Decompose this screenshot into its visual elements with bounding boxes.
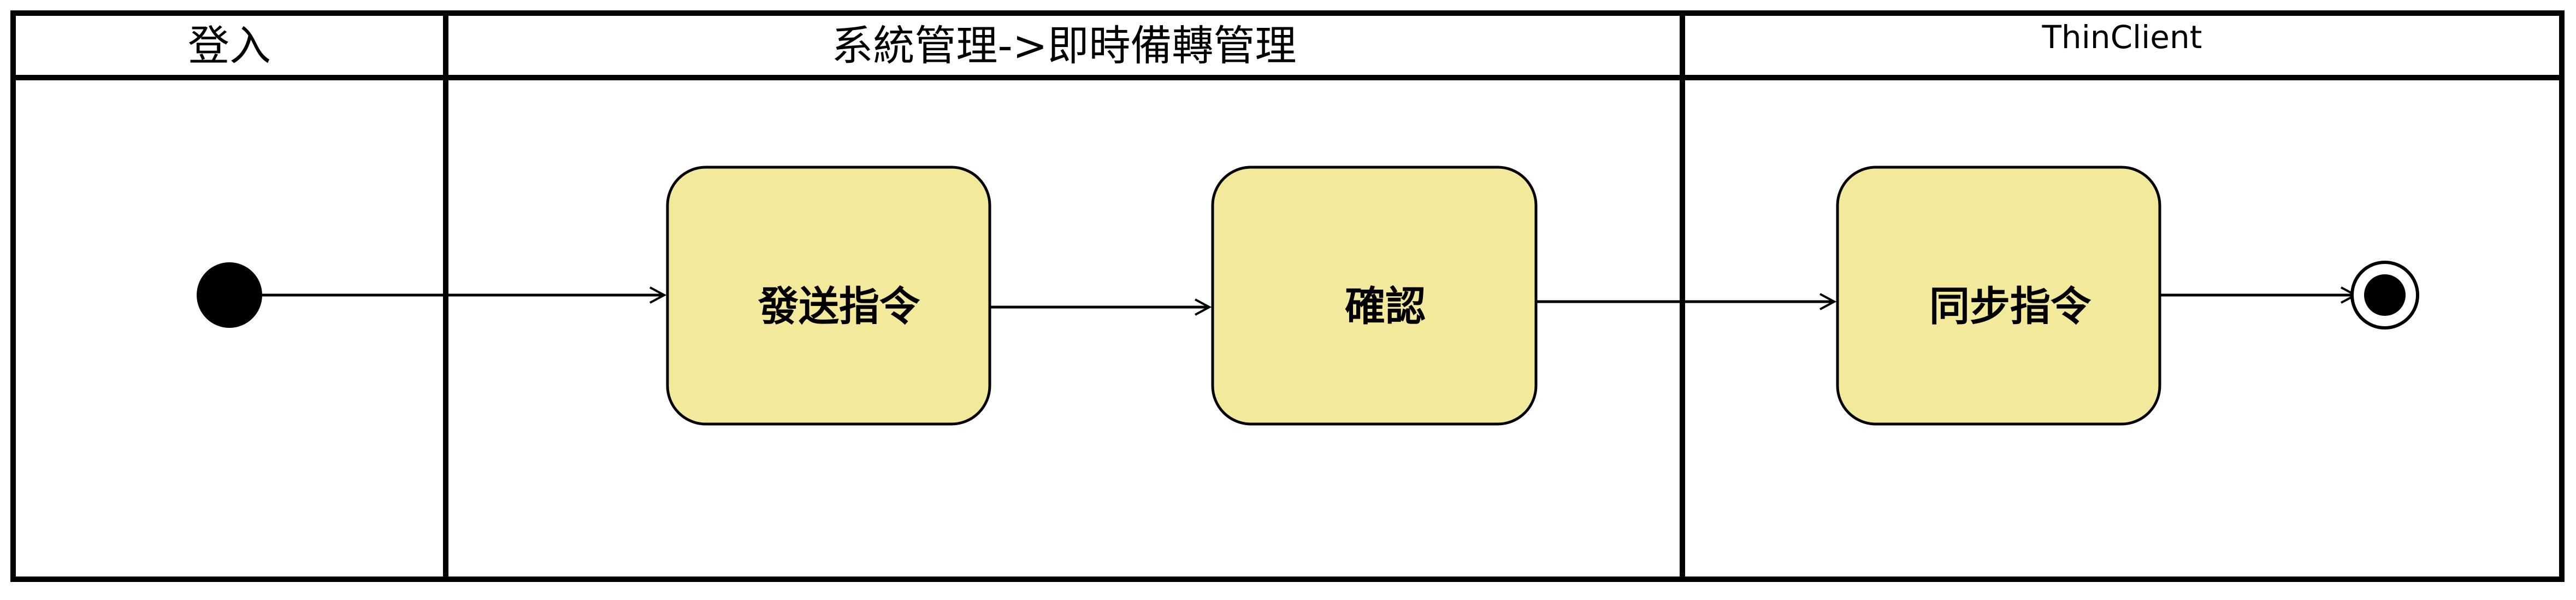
action-sync-command: 同步指令	[1836, 166, 2161, 426]
action-label: 確認	[1345, 283, 1426, 330]
lane-title-thinclient: ThinClient	[2042, 19, 2202, 56]
action-send-command: 發送指令	[666, 166, 991, 426]
transitions	[262, 295, 2355, 307]
initial-node	[197, 262, 262, 328]
action-confirm: 確認	[1211, 166, 1538, 426]
action-node-box	[666, 166, 991, 426]
action-node-box	[1836, 166, 2161, 426]
action-label: 同步指令	[1929, 283, 2091, 330]
lane-title-login: 登入	[188, 21, 271, 70]
lane-title-system-management: 系統管理->即時備轉管理	[831, 21, 1296, 70]
action-node-box	[1211, 166, 1538, 426]
action-label: 發送指令	[758, 283, 920, 330]
final-node	[2350, 261, 2419, 330]
final-node-core	[2364, 274, 2406, 316]
